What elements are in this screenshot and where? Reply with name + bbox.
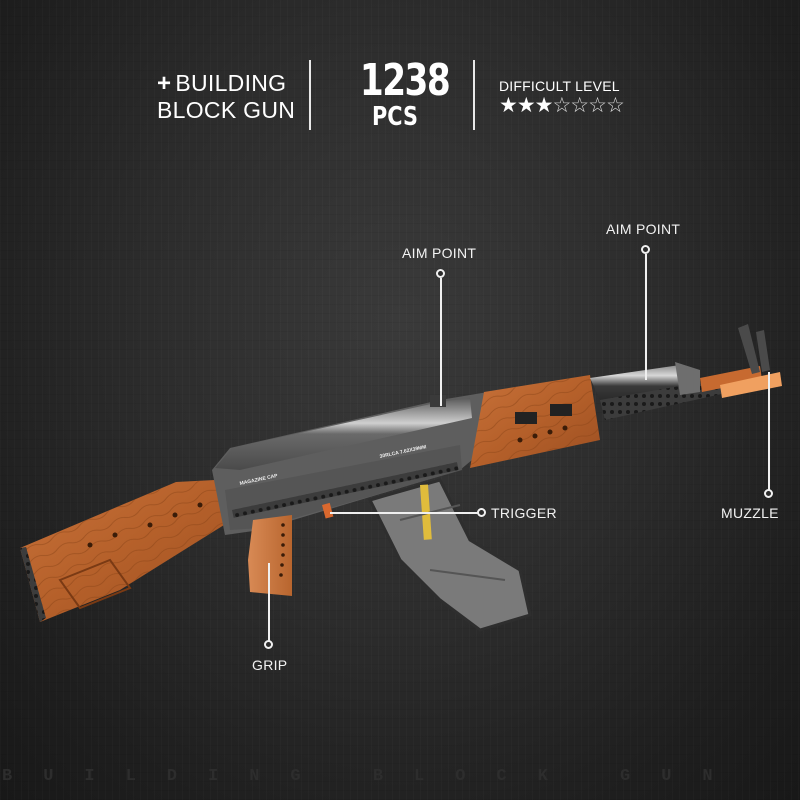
receiver: MAGAZINE CAP 30RLCA 7.62X39MM [212, 392, 490, 535]
aim-point-rear-label: AIM POINT [402, 245, 477, 261]
difficulty-label: DIFFICULT LEVEL [499, 78, 620, 94]
callout-dot-icon [477, 508, 486, 517]
divider-left [309, 60, 311, 130]
callout-line [330, 512, 478, 514]
grip-label: GRIP [252, 657, 288, 673]
callout-line [440, 278, 442, 406]
stock [20, 480, 232, 622]
footer-watermark: BUILDING BLOCK GUN [2, 767, 744, 786]
magazine [367, 478, 532, 632]
pistol-grip [248, 515, 292, 596]
plus-icon: + [157, 70, 172, 97]
barrel [590, 324, 782, 420]
title-line-1: BUILDING [175, 70, 287, 96]
callout-dot-icon [764, 489, 773, 498]
callout-line [268, 563, 270, 641]
header: +BUILDING BLOCK GUN 1238 PCS DIFFICULT L… [0, 58, 800, 138]
handguard [470, 375, 600, 468]
trigger [322, 502, 334, 519]
product-title: +BUILDING BLOCK GUN [157, 70, 295, 123]
aim-point-front-label: AIM POINT [606, 221, 681, 237]
trigger-label: TRIGGER [491, 505, 557, 521]
muzzle-label: MUZZLE [721, 505, 779, 521]
callout-dot-icon [641, 245, 650, 254]
difficulty-rating: DIFFICULT LEVEL ★★★☆☆☆☆ [499, 78, 625, 117]
star-filled-icon: ★★★ [499, 94, 553, 117]
piece-count: 1238 PCS [350, 58, 451, 132]
star-rating: ★★★☆☆☆☆ [499, 94, 625, 117]
callout-dot-icon [436, 269, 445, 278]
callout-dot-icon [264, 640, 273, 649]
piece-count-unit: PCS [372, 102, 418, 132]
callout-line [768, 372, 770, 490]
star-empty-icon: ☆☆☆☆ [552, 94, 624, 117]
divider-right [473, 60, 475, 130]
title-line-2: BLOCK GUN [157, 97, 296, 123]
callout-line [645, 254, 647, 380]
